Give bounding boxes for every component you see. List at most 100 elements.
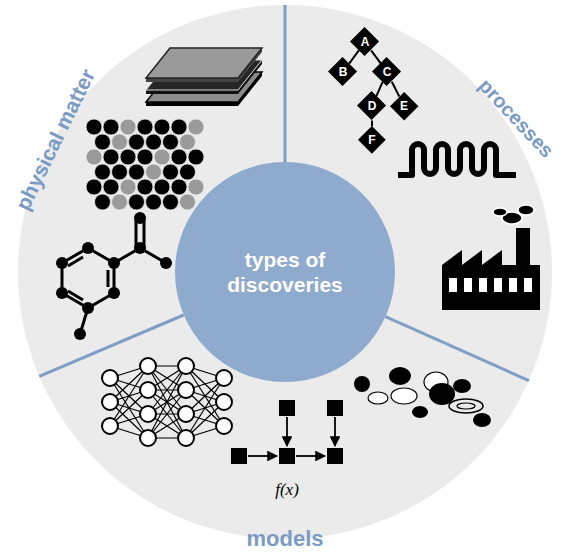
orbital-torus bbox=[449, 399, 483, 413]
lattice-atom bbox=[171, 119, 187, 135]
flow-square bbox=[327, 400, 343, 416]
atom bbox=[108, 257, 120, 269]
lattice-atom bbox=[129, 194, 145, 210]
lattice-atom bbox=[86, 119, 102, 135]
lattice-atom bbox=[103, 119, 119, 135]
lattice-atom bbox=[180, 194, 196, 210]
tree-diamond: F bbox=[358, 126, 386, 154]
tree-branch bbox=[376, 82, 382, 96]
sheet bbox=[146, 48, 262, 78]
network-neuron bbox=[140, 430, 156, 446]
orbital-lobe bbox=[473, 413, 491, 427]
lattice-atom bbox=[163, 164, 179, 180]
network-link bbox=[148, 366, 186, 438]
diamond-shape bbox=[358, 126, 386, 154]
lattice-atom bbox=[120, 179, 136, 195]
orbital-lobe bbox=[453, 379, 471, 393]
circle-shape bbox=[175, 162, 395, 382]
lattice-atom bbox=[163, 134, 179, 150]
atom bbox=[56, 257, 68, 269]
diamond-shape bbox=[328, 57, 357, 86]
lattice-atom bbox=[120, 149, 136, 165]
lattice-atom bbox=[129, 134, 145, 150]
divider-line bbox=[284, 5, 287, 162]
smoke-cloud bbox=[493, 208, 507, 216]
tree-diamond: A bbox=[350, 27, 379, 56]
flow-square bbox=[231, 448, 247, 464]
lattice-atom bbox=[180, 134, 196, 150]
network-link bbox=[148, 366, 186, 438]
lattice-atom bbox=[103, 149, 119, 165]
orbital-lobe bbox=[412, 406, 428, 418]
diamond-shape bbox=[357, 91, 386, 120]
orbital-torus bbox=[457, 403, 475, 409]
flow-square bbox=[327, 448, 343, 464]
network-neuron bbox=[216, 370, 232, 386]
network-neuron bbox=[178, 382, 194, 398]
lattice-atom bbox=[188, 179, 204, 195]
double-bond bbox=[68, 291, 83, 300]
diamond-shape bbox=[350, 27, 379, 56]
network-neuron bbox=[102, 370, 118, 386]
atom bbox=[134, 212, 146, 224]
function-label: f(x) bbox=[275, 480, 299, 500]
flow-arrow bbox=[296, 455, 325, 457]
layered-sheets-icon bbox=[146, 48, 262, 106]
lattice-atom bbox=[154, 149, 170, 165]
orbital-lobe bbox=[389, 367, 411, 385]
flow-arrow bbox=[286, 417, 288, 446]
atom bbox=[160, 257, 172, 269]
serpentine-process-icon bbox=[398, 144, 516, 175]
lattice-atom bbox=[120, 119, 136, 135]
sector-title: models bbox=[246, 526, 323, 552]
crystal-lattice-icon bbox=[86, 119, 204, 210]
atom bbox=[134, 242, 146, 254]
network-neuron bbox=[140, 382, 156, 398]
factory-window bbox=[509, 278, 517, 292]
lattice-atom bbox=[95, 134, 111, 150]
flow-arrow bbox=[248, 455, 277, 457]
center-label: types of discoveries bbox=[200, 247, 370, 297]
lattice-atom bbox=[137, 149, 153, 165]
lattice-atom bbox=[112, 164, 128, 180]
flow-arrow bbox=[334, 417, 336, 446]
factory-window bbox=[449, 278, 457, 292]
neural-network-icon bbox=[102, 358, 232, 446]
flow-square bbox=[279, 400, 295, 416]
flow-square bbox=[279, 448, 295, 464]
lattice-atom bbox=[137, 179, 153, 195]
factory-window bbox=[464, 278, 472, 292]
divider-line bbox=[39, 315, 184, 376]
network-neuron bbox=[140, 358, 156, 374]
tree-diamond: C bbox=[372, 57, 401, 86]
lattice-atom bbox=[103, 179, 119, 195]
lattice-atom bbox=[146, 194, 162, 210]
lattice-atom bbox=[129, 164, 145, 180]
lattice-atom bbox=[180, 164, 196, 180]
lattice-atom bbox=[86, 179, 102, 195]
smoke-cloud bbox=[518, 205, 534, 215]
tree-diamond: B bbox=[328, 57, 357, 86]
double-bond bbox=[68, 257, 83, 266]
tree-diamond: E bbox=[390, 92, 418, 120]
tree-diamond: D bbox=[357, 91, 386, 120]
lattice-atom bbox=[146, 164, 162, 180]
factory-icon bbox=[442, 205, 540, 310]
lattice-atom bbox=[86, 149, 102, 165]
factory-window bbox=[524, 278, 532, 292]
network-neuron bbox=[178, 430, 194, 446]
atom bbox=[74, 328, 86, 340]
node-letter: B bbox=[339, 65, 348, 79]
node-letter: F bbox=[368, 133, 375, 147]
lattice-atom bbox=[137, 119, 153, 135]
atom bbox=[82, 242, 94, 254]
network-neuron bbox=[178, 406, 194, 422]
lattice-atom bbox=[188, 119, 204, 135]
lattice-atom bbox=[154, 119, 170, 135]
tree-branch bbox=[392, 82, 399, 97]
orbital-lobe bbox=[368, 392, 388, 404]
node-letter: C bbox=[383, 65, 392, 79]
sheet-edge bbox=[146, 48, 262, 82]
